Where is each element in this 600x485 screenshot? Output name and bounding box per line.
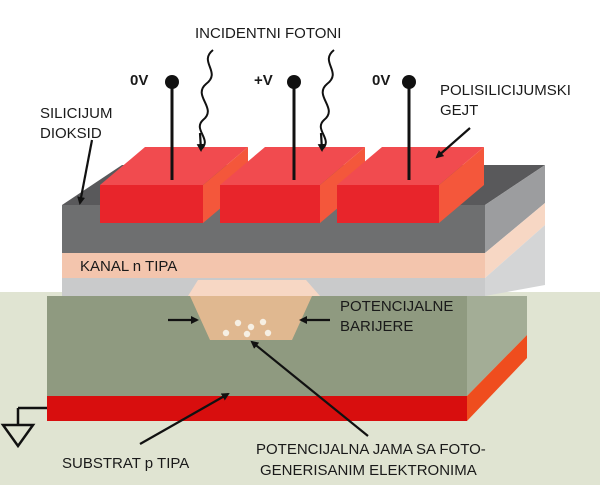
base-red-front — [47, 396, 467, 421]
n-channel-layer — [62, 253, 485, 278]
potential-barriers-label-2: BARIJERE — [340, 318, 413, 335]
base-red-side — [467, 335, 527, 421]
gate-left-voltage-label: 0V — [130, 72, 148, 89]
arrows — [77, 127, 471, 445]
potential-barriers-label-1: POTENCIJALNE — [340, 298, 453, 315]
gate-left-front — [100, 185, 203, 223]
photon-waves — [198, 49, 335, 151]
substrate-side-face — [467, 296, 527, 396]
silicon-dioxide-label-1: SILICIJUM — [40, 105, 113, 122]
gate-left-top — [100, 147, 248, 185]
potential-well-label-1: POTENCIJALNA JAMA SA FOTO- — [256, 441, 486, 458]
potential-well-label-2: GENERISANIM ELEKTRONIMA — [260, 462, 477, 479]
electrons — [222, 318, 272, 338]
oxide-side-face — [485, 165, 545, 253]
gate-right-side — [439, 147, 484, 223]
gate-right-voltage-label: 0V — [372, 72, 390, 89]
potential-well-top — [188, 280, 320, 296]
polysilicon-gate-label-1: POLISILICIJUMSKI — [440, 82, 571, 99]
silicon-dioxide-label-2: DIOKSID — [40, 125, 102, 142]
ground-symbol — [0, 406, 47, 449]
n-channel-label: KANAL n TIPA — [80, 258, 177, 275]
gate-mid-voltage-label: +V — [254, 72, 273, 89]
gate-electrodes — [165, 75, 416, 180]
gate-mid-front — [220, 185, 320, 223]
polysilicon-gate-label-2: GEJT — [440, 102, 478, 119]
potential-well — [190, 296, 312, 340]
n-channel-side-face — [485, 203, 545, 278]
incident-photons-label: INCIDENTNI FOTONI — [195, 25, 341, 42]
gate-right-front — [337, 185, 439, 223]
p-substrate-label: SUBSTRAT p TIPA — [62, 455, 189, 472]
upper-block-bottom-side — [485, 225, 545, 296]
